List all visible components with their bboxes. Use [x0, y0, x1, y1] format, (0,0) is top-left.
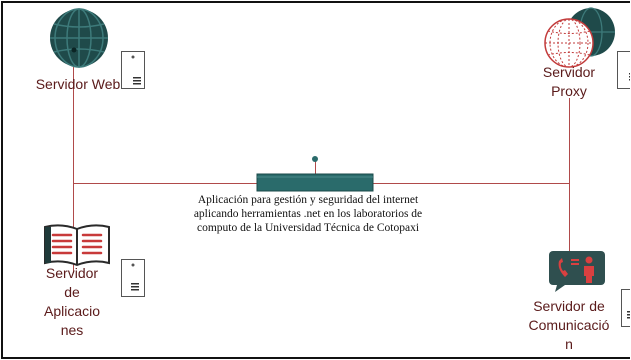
globe-icon: [50, 8, 108, 68]
web-server-label: Servidor Web: [35, 76, 121, 92]
project-caption: Aplicación para gestión y seguridad del …: [193, 194, 423, 234]
proxy-server-label: Servidor Proxy: [542, 64, 596, 99]
network-switch-icon: [256, 156, 374, 192]
server-box-icon: [121, 259, 145, 297]
hub-antenna: [315, 160, 316, 175]
communication-server-label: Servidor de Comunicació n: [528, 298, 610, 352]
server-box-icon: [621, 289, 630, 327]
proxy-globe-icon: [544, 7, 615, 68]
open-book-icon: [44, 224, 110, 267]
server-box-icon: [617, 51, 630, 89]
server-box-icon: [121, 51, 145, 89]
communication-icon: [549, 251, 605, 292]
web-vertical-link: [73, 58, 74, 273]
application-server-label: Servidor de Aplicacio nes: [43, 265, 101, 338]
proxy-vertical-link: [569, 98, 570, 256]
